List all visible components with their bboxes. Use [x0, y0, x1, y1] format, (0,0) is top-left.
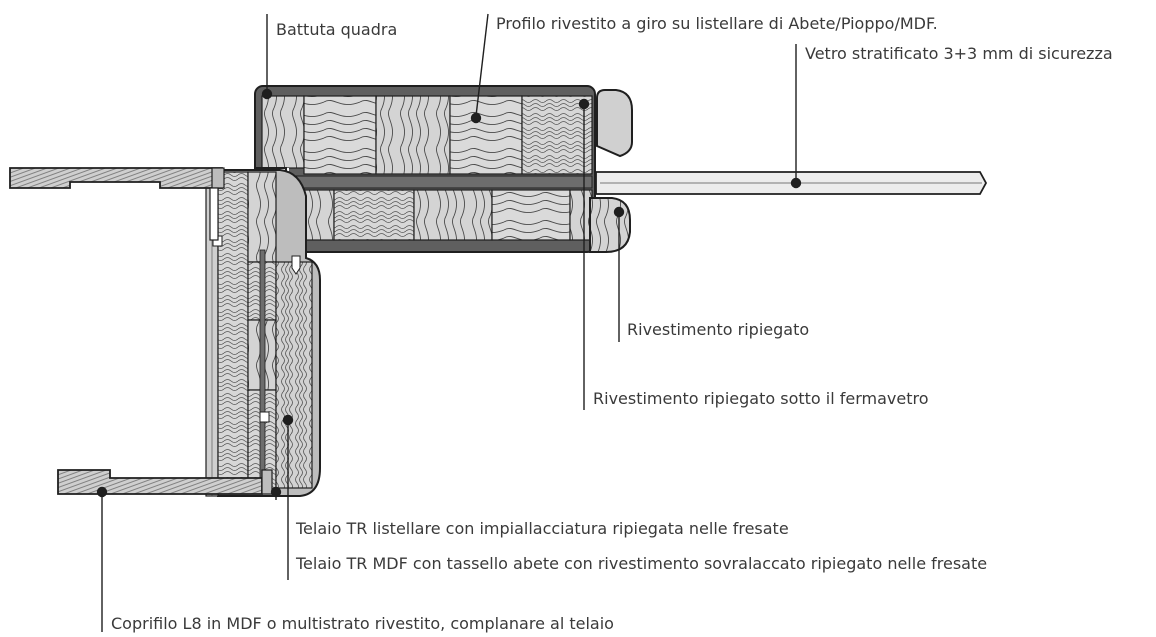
label-rivestimento-fermavetro: Rivestimento ripiegato sotto il fermavet…	[593, 389, 929, 408]
label-profilo-rivestito: Profilo rivestito a giro su listellare d…	[496, 14, 938, 33]
glazing-bead-top	[596, 89, 633, 158]
label-vetro: Vetro stratificato 3+3 mm di sicurezza	[805, 44, 1113, 63]
leader-lines	[96, 13, 802, 632]
casing-top	[9, 167, 225, 241]
sash-profile	[254, 85, 596, 253]
casing-bottom	[57, 469, 273, 495]
label-battuta-quadra: Battuta quadra	[276, 20, 398, 39]
label-coprifilo: Coprifilo L8 in MDF o multistrato rivest…	[111, 614, 614, 633]
glazing-bead-bottom	[589, 197, 631, 253]
door-frame	[205, 169, 321, 497]
label-telaio-listellare: Telaio TR listellare con impiallacciatur…	[296, 519, 789, 538]
label-telaio-mdf: Telaio TR MDF con tassello abete con riv…	[296, 554, 988, 573]
label-rivestimento-ripiegato: Rivestimento ripiegato	[627, 320, 810, 339]
